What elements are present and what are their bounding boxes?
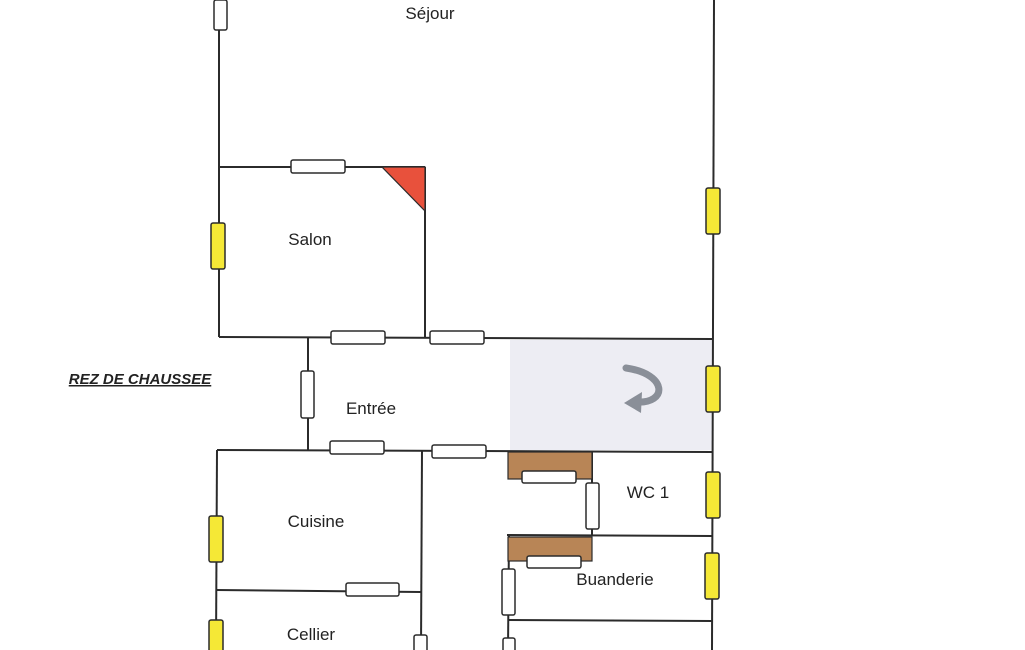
walls	[215, 0, 715, 650]
door	[413, 634, 428, 650]
door	[526, 555, 582, 569]
door	[329, 440, 385, 455]
window	[705, 187, 721, 235]
room-label-cuisine: Cuisine	[288, 512, 345, 531]
window	[210, 222, 226, 270]
door	[345, 582, 400, 597]
level-label: REZ DE CHAUSSEE	[69, 371, 213, 388]
room-label-buanderie: Buanderie	[576, 570, 654, 589]
window	[704, 552, 720, 600]
stair-zone	[510, 340, 712, 450]
door	[521, 470, 577, 484]
room-label-salon: Salon	[288, 230, 331, 249]
door	[330, 330, 386, 345]
doors	[213, 0, 600, 650]
door	[300, 370, 315, 419]
fireplace-corner	[380, 166, 426, 213]
window	[705, 471, 721, 519]
window	[208, 619, 224, 650]
room-label-wc1: WC 1	[627, 483, 670, 502]
door	[213, 0, 228, 31]
door	[290, 159, 346, 174]
room-label-entree: Entrée	[346, 399, 396, 418]
windows	[208, 187, 721, 650]
door	[585, 482, 600, 530]
stair-arrow-icon	[622, 364, 663, 413]
door	[501, 568, 516, 616]
room-label-cellier: Cellier	[287, 625, 336, 644]
door	[429, 330, 485, 345]
window	[705, 365, 721, 413]
door	[431, 444, 487, 459]
window	[208, 515, 224, 563]
room-label-sejour: Séjour	[405, 4, 454, 23]
door	[502, 637, 516, 650]
